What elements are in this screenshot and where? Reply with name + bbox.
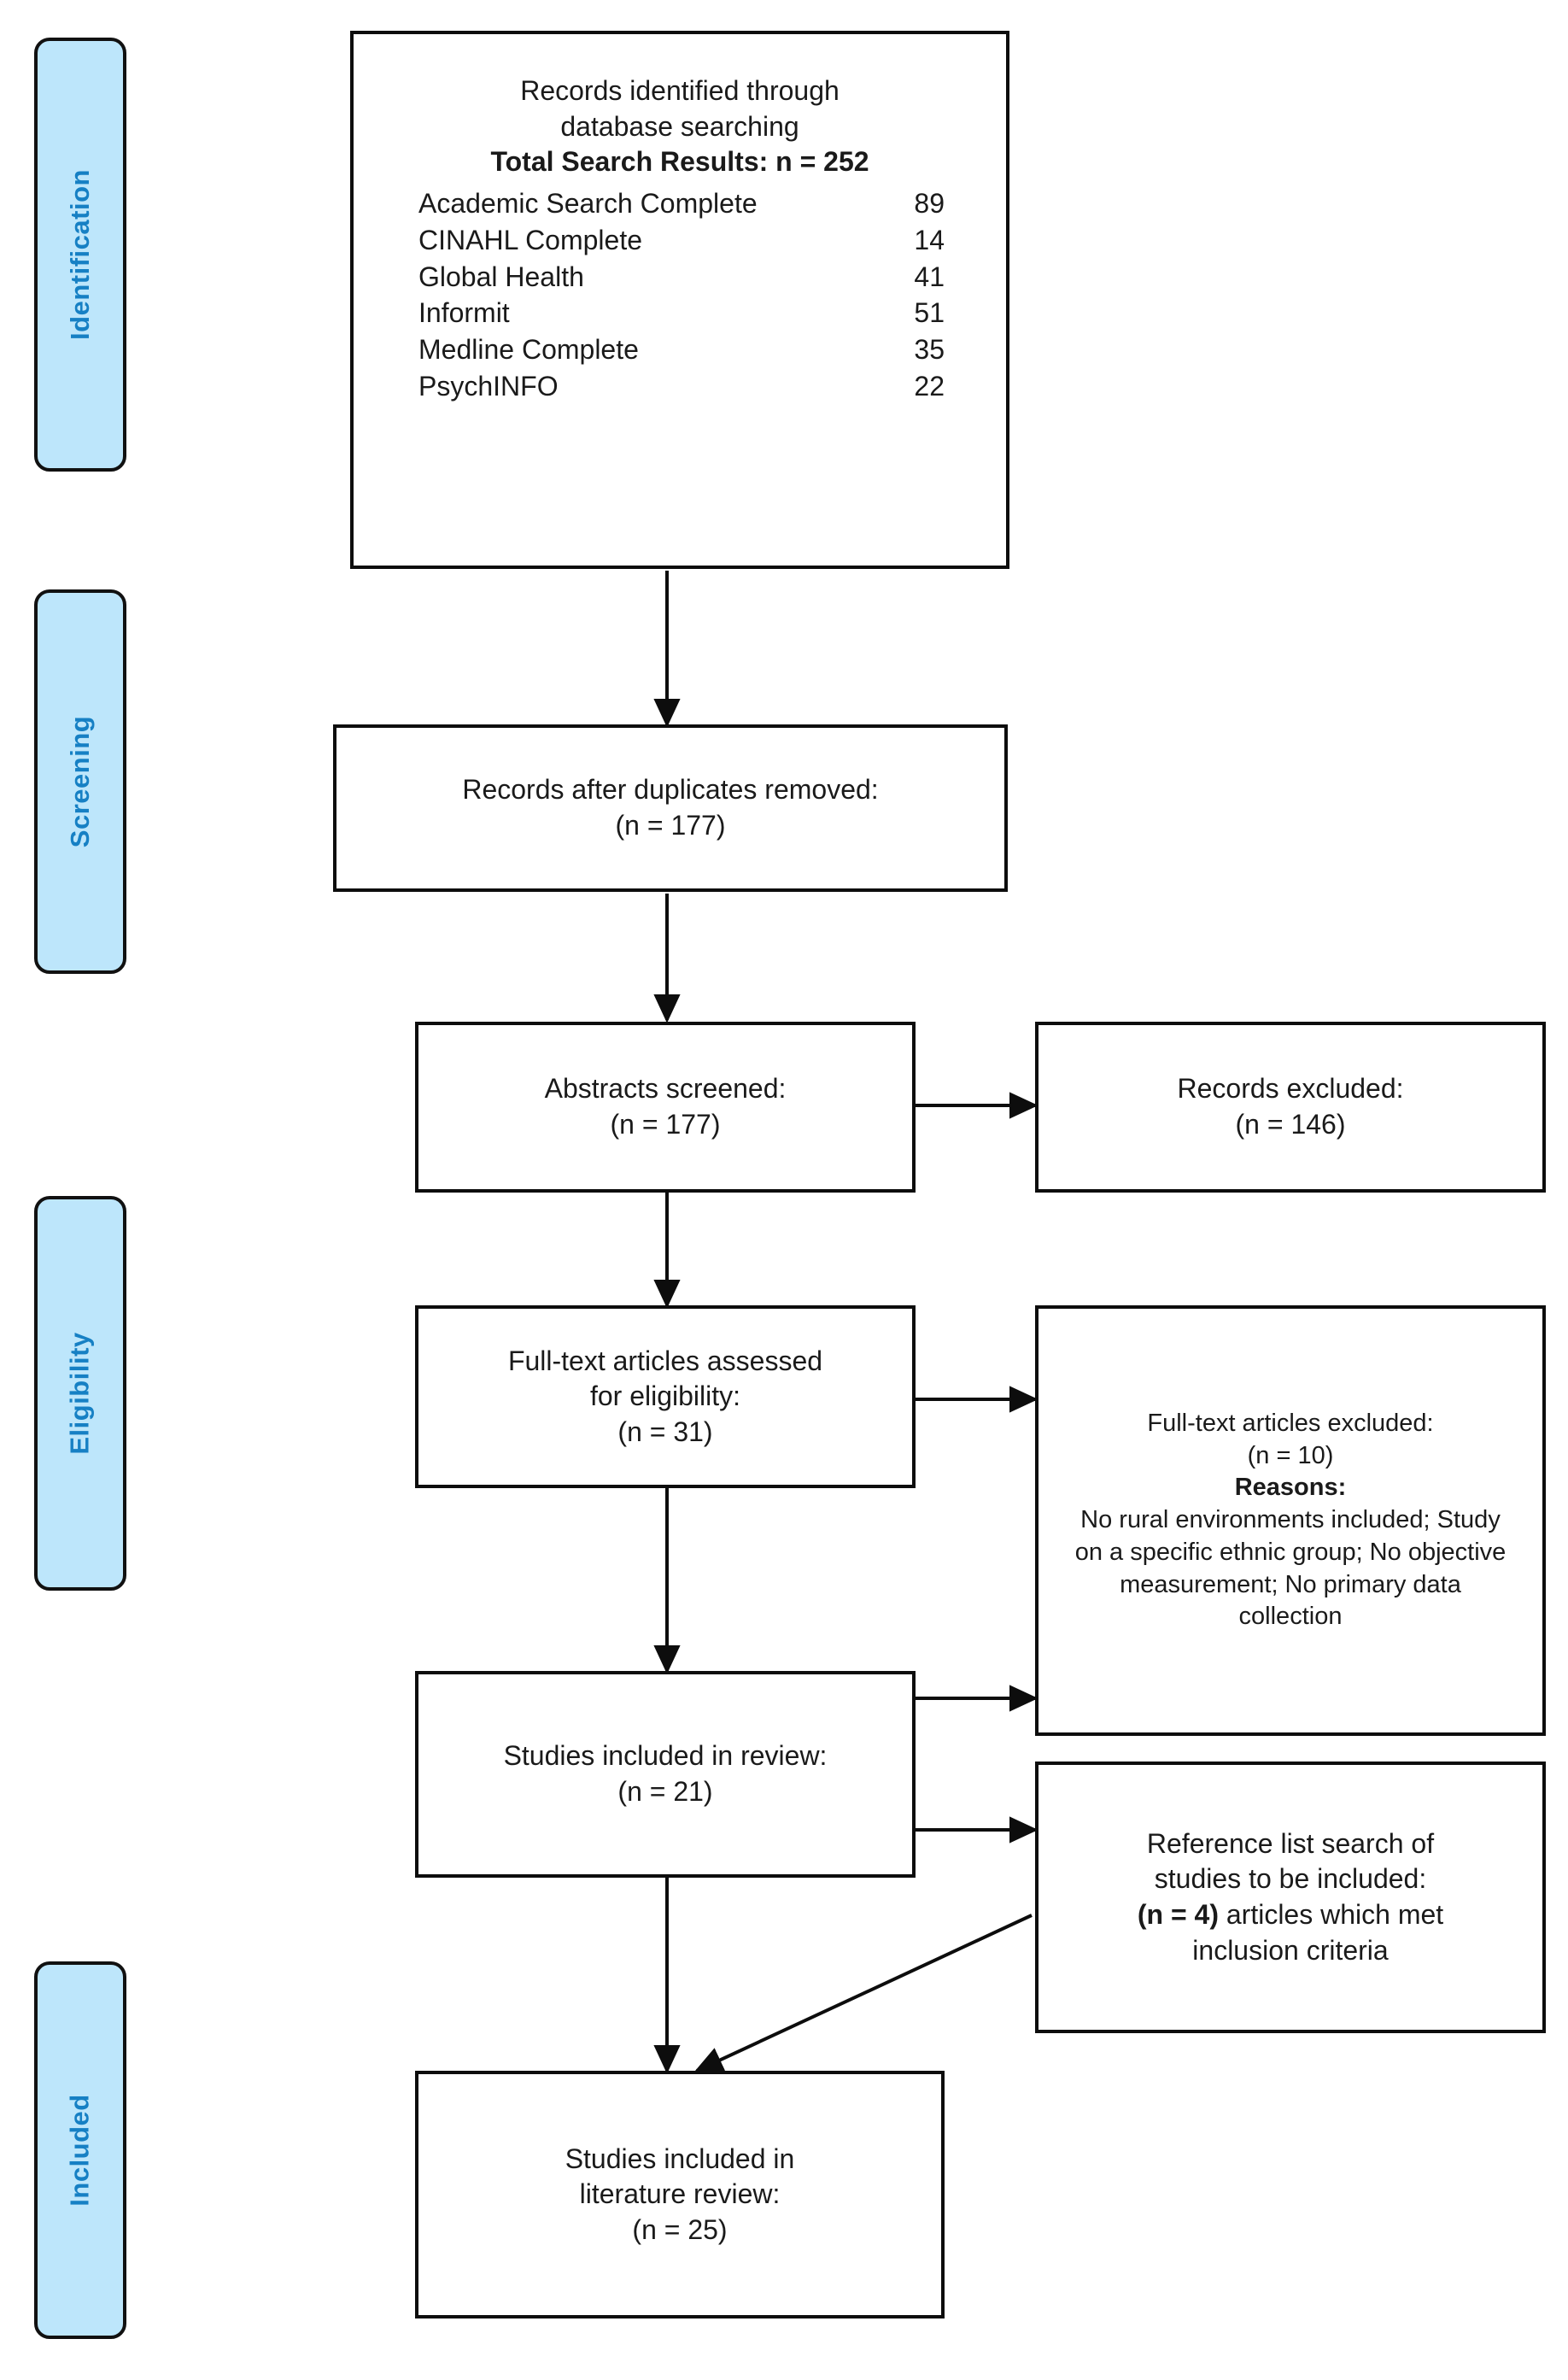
literature-review-count: (n = 25) <box>632 2213 728 2245</box>
stage-label-screening: Screening <box>65 715 96 848</box>
stage-pill-eligibility[interactable]: Eligibility <box>34 1196 126 1591</box>
literature-review-line1: Studies included in <box>565 2143 795 2174</box>
reference-search-line4: inclusion criteria <box>1192 1934 1389 1966</box>
fulltext-excluded-reasons-label: Reasons: <box>1234 1474 1347 1502</box>
database-count: 22 <box>914 371 945 402</box>
reference-search-count: (n = 4) <box>1137 1899 1219 1930</box>
literature-review-line2: literature review: <box>579 2178 781 2210</box>
database-name: Medline Complete <box>418 334 639 366</box>
box-reference-list-search[interactable]: Reference list search of studies to be i… <box>1035 1762 1546 2033</box>
database-name: PsychINFO <box>418 371 559 402</box>
database-count-list: Academic Search Complete 89 CINAHL Compl… <box>389 185 970 405</box>
database-name: Global Health <box>418 261 584 292</box>
stage-pill-identification[interactable]: Identification <box>34 38 126 472</box>
stage-label-identification: Identification <box>65 169 96 340</box>
box-abstracts-screened[interactable]: Abstracts screened: (n = 177) <box>415 1022 916 1193</box>
database-row: Academic Search Complete 89 <box>389 185 970 222</box>
database-count: 51 <box>914 297 945 329</box>
fulltext-excluded-reasons-text: No rural environments included; Study on… <box>1074 1506 1507 1631</box>
reference-search-line2: studies to be included: <box>1154 1863 1427 1895</box>
fulltext-assessed-count: (n = 31) <box>617 1416 713 1447</box>
reference-search-line3-rest: articles which met <box>1218 1899 1444 1930</box>
box-records-after-duplicates[interactable]: Records after duplicates removed: (n = 1… <box>333 724 1008 892</box>
stage-pill-screening[interactable]: Screening <box>34 589 126 974</box>
database-count: 89 <box>914 187 945 219</box>
fulltext-assessed-line1: Full-text articles assessed <box>507 1345 823 1376</box>
reference-search-line1: Reference list search of <box>1146 1827 1435 1859</box>
edge-reference-search-to-literature-review <box>693 1914 1033 2072</box>
database-count: 35 <box>914 334 945 366</box>
records-identified-total: Total Search Results: n = 252 <box>490 146 869 178</box>
duplicates-removed-count: (n = 177) <box>615 810 726 841</box>
database-name: CINAHL Complete <box>418 224 643 255</box>
stage-pill-included[interactable]: Included <box>34 1961 126 2339</box>
database-name: Informit <box>418 297 510 329</box>
duplicates-removed-line1: Records after duplicates removed: <box>462 774 879 806</box>
records-excluded-count: (n = 146) <box>1235 1109 1346 1140</box>
abstracts-screened-count: (n = 177) <box>610 1109 721 1140</box>
database-row: Informit 51 <box>389 295 970 331</box>
box-studies-included-literature-review[interactable]: Studies included in literature review: (… <box>415 2071 945 2318</box>
abstracts-screened-line1: Abstracts screened: <box>544 1073 787 1105</box>
database-row: Medline Complete 35 <box>389 331 970 368</box>
reference-search-line3: (n = 4) articles which met <box>1138 1897 1443 1933</box>
fulltext-excluded-count: (n = 10) <box>1247 1441 1334 1469</box>
database-row: PsychINFO 22 <box>389 368 970 405</box>
box-fulltext-excluded[interactable]: Full-text articles excluded: (n = 10) Re… <box>1035 1305 1546 1736</box>
database-row: CINAHL Complete 14 <box>389 222 970 259</box>
records-identified-line1: Records identified through <box>520 75 840 106</box>
stage-label-eligibility: Eligibility <box>65 1332 96 1455</box>
database-row: Global Health 41 <box>389 259 970 296</box>
studies-in-review-line1: Studies included in review: <box>503 1740 828 1772</box>
studies-in-review-count: (n = 21) <box>617 1776 713 1807</box>
database-count: 14 <box>914 224 945 255</box>
fulltext-assessed-line2: for eligibility: <box>589 1381 741 1412</box>
records-identified-line2: database searching <box>560 110 799 142</box>
database-count: 41 <box>914 261 945 292</box>
fulltext-excluded-line1: Full-text articles excluded: <box>1147 1410 1434 1438</box>
box-studies-included-review[interactable]: Studies included in review: (n = 21) <box>415 1671 916 1878</box>
database-name: Academic Search Complete <box>418 187 758 219</box>
box-records-excluded[interactable]: Records excluded: (n = 146) <box>1035 1022 1546 1193</box>
stage-label-included: Included <box>65 2094 96 2207</box>
box-records-identified[interactable]: Records identified through database sear… <box>350 31 1009 569</box>
box-fulltext-assessed[interactable]: Full-text articles assessed for eligibil… <box>415 1305 916 1488</box>
records-excluded-line1: Records excluded: <box>1177 1073 1404 1105</box>
